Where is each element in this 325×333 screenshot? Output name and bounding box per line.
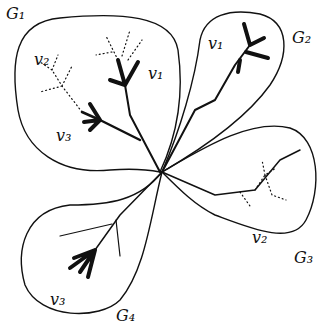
graph-lobe: G₁ v₂ v₁ v₃	[0, 0, 190, 185]
graph-name: G₄	[116, 308, 135, 324]
vertex-label: v₁	[148, 66, 163, 82]
graph-lobe: G₄ v₃	[5, 165, 165, 330]
lobe-path	[15, 16, 180, 172]
vertex-label: v₃	[56, 128, 71, 144]
lobe-path	[162, 12, 284, 172]
graph-name: G₃	[294, 250, 313, 266]
vertex-label: v₂	[252, 230, 267, 246]
lobe-path	[21, 172, 162, 314]
lobe-outline	[0, 0, 190, 185]
graph-name: G₁	[6, 6, 25, 22]
graph-name: G₂	[292, 30, 311, 46]
vertex-label: v₁	[208, 36, 223, 52]
lobe-path	[162, 126, 316, 233]
graph-lobe: G₃ v₂	[160, 105, 325, 285]
lobe-outline	[5, 165, 165, 330]
vertex-label: v₃	[50, 292, 65, 308]
vertex-label: v₂	[34, 52, 49, 68]
graph-lobe: G₂ v₁	[160, 5, 325, 175]
